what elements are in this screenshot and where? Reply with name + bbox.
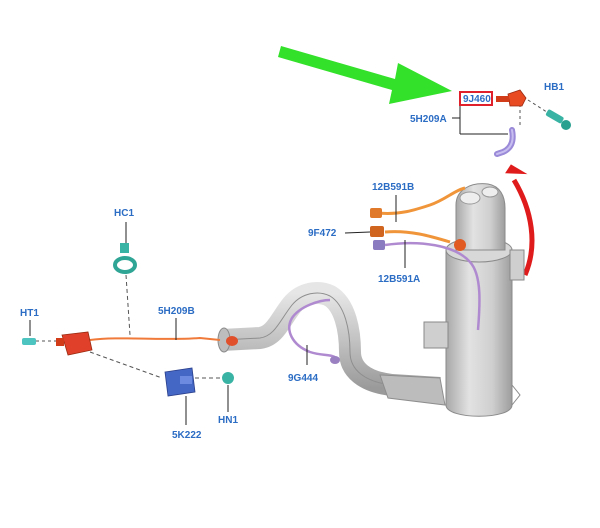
label-HB1: HB1 — [544, 82, 564, 93]
wiring-harness-5H209B — [22, 222, 234, 425]
label-HC1: HC1 — [114, 208, 134, 219]
green-pointer-arrow-icon — [278, 46, 452, 104]
exhaust-pipe-assembly — [217, 282, 446, 406]
pressure-hoses-12B591 — [344, 186, 481, 331]
label-5K222: 5K222 — [172, 430, 202, 441]
label-12B591A: 12B591A — [378, 274, 420, 285]
sensor-assembly-9J460 — [452, 89, 571, 157]
label-5H209B: 5H209B — [158, 306, 195, 317]
highlight-box-9J460 — [459, 91, 493, 106]
label-HN1: HN1 — [218, 415, 238, 426]
temperature-sensor-tube-9G444 — [288, 298, 340, 365]
label-HT1: HT1 — [20, 308, 39, 319]
label-9F472: 9F472 — [308, 228, 337, 239]
red-curved-arrow-icon — [505, 164, 535, 276]
label-9G444: 9G444 — [288, 373, 318, 384]
label-5H209A: 5H209A — [410, 114, 447, 125]
label-12B591B: 12B591B — [372, 182, 414, 193]
label-9J460: 9J460 — [463, 94, 491, 105]
